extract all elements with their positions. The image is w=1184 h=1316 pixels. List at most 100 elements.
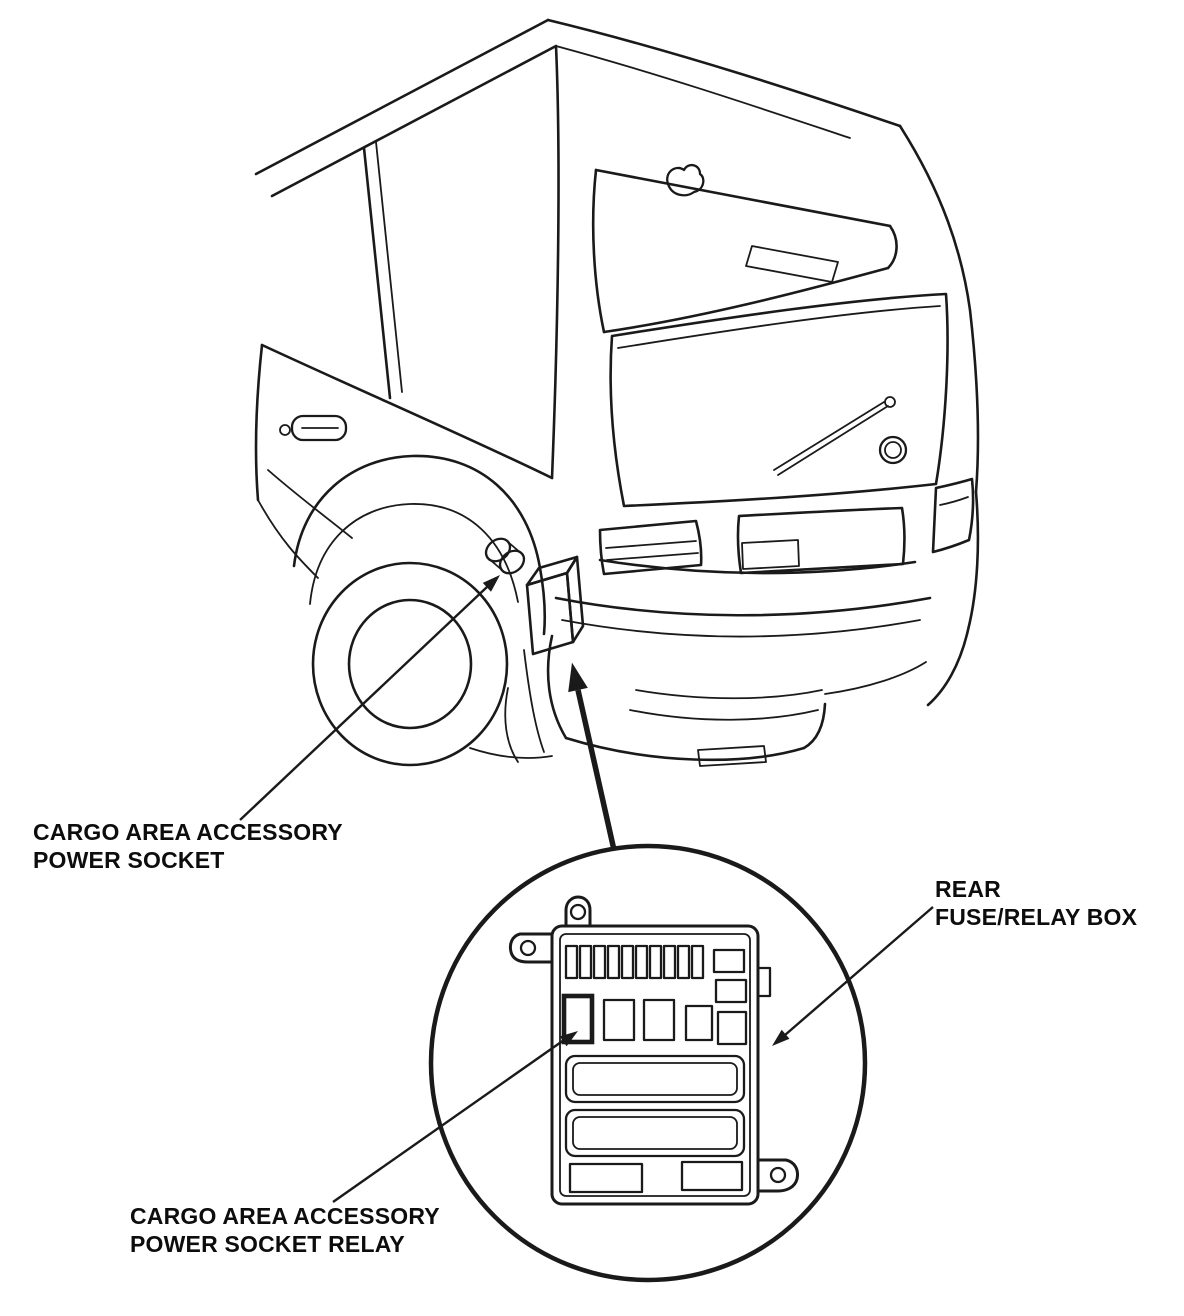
rocker-line [257,499,319,579]
bumper-right-corner [802,702,827,750]
taillight-left [598,519,703,576]
rear-window [609,292,949,508]
arrowhead-power-socket [482,575,500,592]
vehicle-rear-outline [254,18,980,767]
label-cargo-power-socket-line2: POWER SOCKET [33,847,225,873]
quarter-panel-line [523,649,545,753]
leader-line-fuse-box [784,906,934,1036]
relay-box-location-drawing [525,555,585,656]
mount-hole-top [569,903,587,921]
bpillar-rear-line [375,141,403,393]
wiper-pivot [884,396,896,408]
mount-tab-bottom-right [756,1158,799,1193]
small-relay-top [712,948,746,974]
socket-side-line1 [487,557,503,571]
wheel-rim [347,598,473,730]
socket-side-line2 [507,541,523,555]
spoiler-right-cap [886,224,898,270]
spoiler-left-edge [591,168,606,334]
fuse-slot [634,944,649,980]
wiper-arm [777,405,889,476]
connector-lower-inner [572,1116,738,1150]
label-socket-relay-line2: POWER SOCKET RELAY [130,1231,405,1257]
fuse-slot [578,944,593,980]
leader-line-power-socket [239,586,488,821]
mudguard-line [504,687,519,763]
connector-upper-inner [572,1062,738,1096]
fuse-slot [690,944,705,980]
fuse-box-right-notch [756,966,772,998]
bumper-bottom-edge [564,736,806,762]
roof-edge-left-outer [254,18,550,176]
hitch-detail [697,745,767,767]
spoiler-bottom-edge [602,266,890,334]
body-front-edge [254,343,264,502]
roof-edge-right [546,18,902,128]
bumper-mid-crease [561,619,921,638]
relay-slot-5 [716,1010,748,1046]
label-rear-fuse-box-line1: REAR [935,876,1001,902]
magnifier-circle [428,843,868,1283]
fuse-slot [620,944,635,980]
label-socket-relay-line1: CARGO AREA ACCESSORY [130,1203,440,1229]
leader-line-detail-to-box [575,689,617,851]
connector-lower-outer [564,1108,746,1158]
bottom-connector-left [568,1162,644,1194]
beltline [260,343,554,480]
roof-antenna [666,163,705,197]
fuse-slot [606,944,621,980]
spoiler-detail [745,245,839,283]
tire-outer [311,561,509,767]
bumper-top-crease [554,596,932,617]
rear-window-inner-top [617,305,941,349]
cargo-power-socket-drawing [484,537,526,575]
license-inner-detail [741,539,800,570]
mount-hole-top-left [519,939,537,957]
arrowhead-detail-to-box [568,662,588,693]
label-rear-fuse-box-line2: FUSE/RELAY BOX [935,904,1138,930]
bpillar-front-line [362,146,392,400]
relay-slot-3 [642,998,676,1042]
door-keyhole [279,424,291,436]
mount-tab-top-left [508,932,554,964]
taillight-left-crease2 [606,552,699,561]
wiper-blade [773,401,885,471]
fuse-row [564,944,705,980]
bumper-lower-crease1 [635,689,823,700]
underbody-line [469,747,553,759]
rear-fuse-relay-box-drawing [508,895,799,1206]
bumper-lower-crease2 [629,709,819,721]
taillight-right-crease [939,496,969,506]
bumper-left-edge [546,634,568,740]
mount-tab-top [564,895,592,928]
body-right-lower [926,490,980,707]
fender-arch-outer [292,454,547,636]
fuse-slot [592,944,607,980]
power-socket-relay-highlight [561,993,595,1045]
socket-body [498,549,526,575]
fuse-slot [662,944,677,980]
door-handle [290,414,348,442]
tailgate-bottom-edge [598,558,917,575]
fuse-slot [676,944,691,980]
detail-view [428,843,868,1283]
roof-rail-right [555,45,851,139]
fuse-box-outline [550,924,760,1206]
dpillar-glass-edge [550,44,560,480]
mount-hole-bottom-right [769,1166,787,1184]
connector-upper-outer [564,1054,746,1104]
bottom-connector-right [680,1160,744,1192]
emblem-ring-outer [878,435,908,465]
fuse-box-inner-outline [559,933,751,1197]
fuse-slot [564,944,579,980]
relay-slot-2 [602,998,636,1042]
body-right-edge [898,124,980,494]
bumper-right-lower-line [824,661,927,695]
relay-box-side-face [565,555,585,644]
taillight-right [931,477,975,554]
fuse-slot [648,944,663,980]
small-relay-mid [714,978,748,1004]
label-cargo-power-socket-line1: CARGO AREA ACCESSORY [33,819,343,845]
